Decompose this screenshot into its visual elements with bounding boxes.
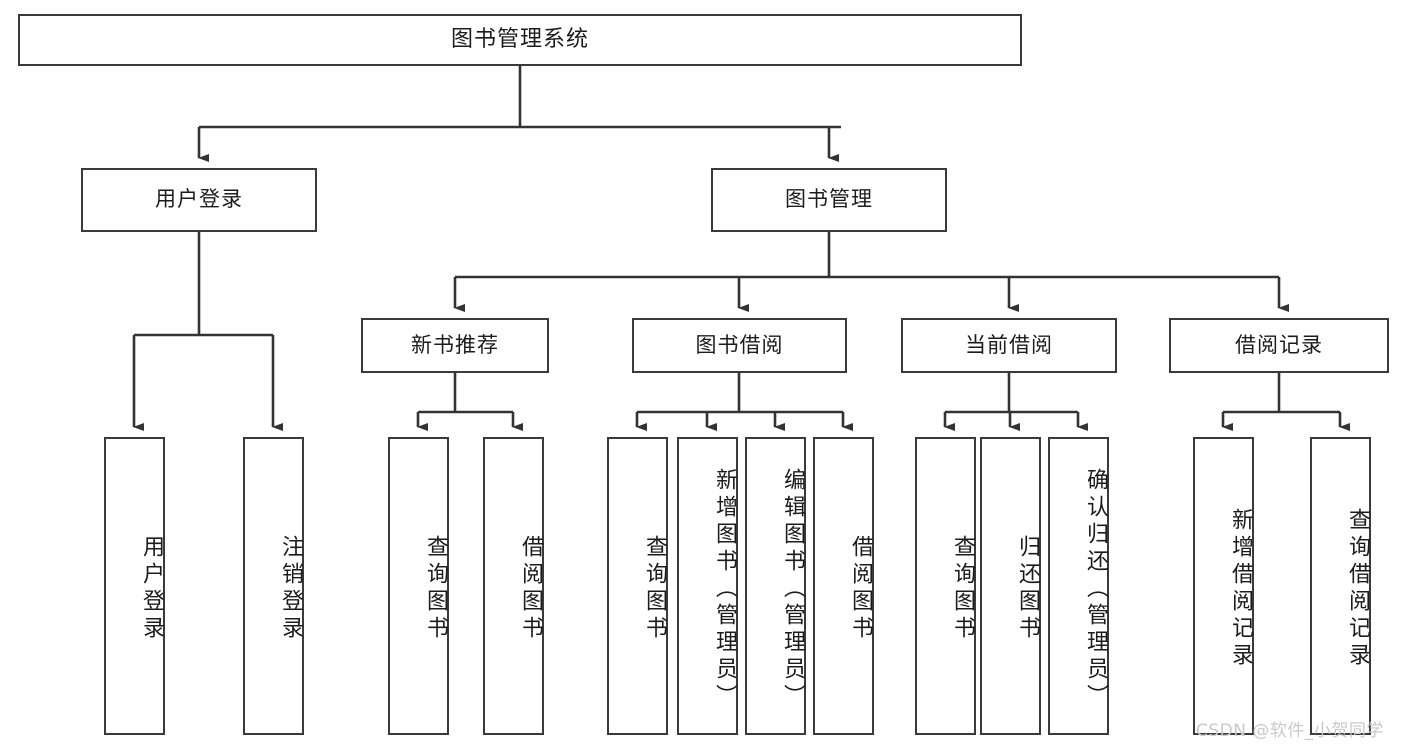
node-current-borrow[interactable]: 当前借阅 [901, 318, 1117, 373]
csdn-watermark: CSDN @软件_小贺同学 [1196, 721, 1384, 741]
leaf-query-book-borrow-label: 查询图书 [642, 535, 667, 643]
leaf-query-book-current-label: 查询图书 [950, 535, 975, 643]
leaf-return-book-label: 归还图书 [1015, 535, 1040, 643]
leaf-confirm-return-admin-label: 确认归还（管理员） [1083, 467, 1108, 711]
node-borrow-record[interactable]: 借阅记录 [1169, 318, 1389, 373]
node-user-login[interactable]: 用户登录 [81, 168, 317, 232]
leaf-logout[interactable]: 注销登录 [243, 437, 304, 735]
leaf-add-book-admin-label: 新增图书（管理员） [712, 467, 737, 711]
leaf-edit-book-admin-label: 编辑图书（管理员） [780, 467, 805, 711]
leaf-add-book-admin[interactable]: 新增图书（管理员） [677, 437, 738, 735]
leaf-query-borrow-record[interactable]: 查询借阅记录 [1310, 437, 1371, 735]
node-current-borrow-label: 当前借阅 [965, 332, 1053, 357]
node-new-book-recommend-label: 新书推荐 [411, 332, 499, 357]
leaf-query-book-new[interactable]: 查询图书 [388, 437, 449, 735]
node-root[interactable]: 图书管理系统 [18, 14, 1022, 66]
node-book-management-label: 图书管理 [785, 187, 873, 212]
node-user-login-label: 用户登录 [155, 187, 243, 212]
leaf-add-borrow-record-label: 新增借阅记录 [1228, 508, 1253, 670]
leaf-return-book[interactable]: 归还图书 [980, 437, 1041, 735]
leaf-user-login-label: 用户登录 [139, 535, 164, 643]
leaf-borrow-book-new[interactable]: 借阅图书 [483, 437, 544, 735]
leaf-confirm-return-admin[interactable]: 确认归还（管理员） [1048, 437, 1109, 735]
leaf-logout-label: 注销登录 [278, 535, 303, 643]
leaf-query-borrow-record-label: 查询借阅记录 [1345, 508, 1370, 670]
leaf-query-book-borrow[interactable]: 查询图书 [607, 437, 668, 735]
node-book-borrow[interactable]: 图书借阅 [632, 318, 847, 373]
leaf-borrow-book-new-label: 借阅图书 [518, 535, 543, 643]
node-root-label: 图书管理系统 [450, 26, 589, 52]
leaf-borrow-book-label: 借阅图书 [848, 535, 873, 643]
node-book-management[interactable]: 图书管理 [711, 168, 947, 232]
leaf-borrow-book[interactable]: 借阅图书 [813, 437, 874, 735]
leaf-edit-book-admin[interactable]: 编辑图书（管理员） [745, 437, 806, 735]
node-new-book-recommend[interactable]: 新书推荐 [361, 318, 549, 373]
leaf-add-borrow-record[interactable]: 新增借阅记录 [1193, 437, 1254, 735]
node-book-borrow-label: 图书借阅 [695, 332, 784, 357]
leaf-query-book-current[interactable]: 查询图书 [915, 437, 976, 735]
node-borrow-record-label: 借阅记录 [1235, 332, 1323, 357]
leaf-user-login[interactable]: 用户登录 [104, 437, 165, 735]
leaf-query-book-new-label: 查询图书 [423, 535, 448, 643]
